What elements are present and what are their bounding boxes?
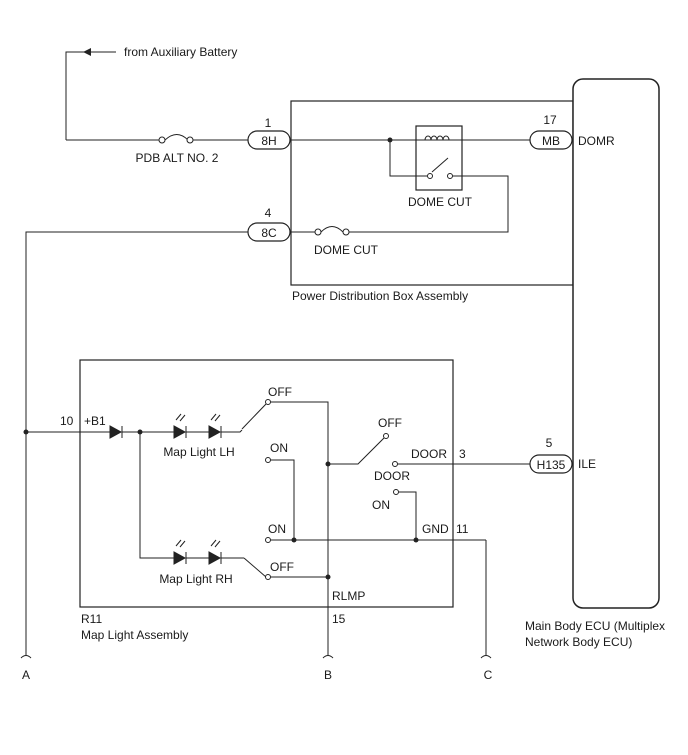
pdb-label: Power Distribution Box Assembly [292,289,468,303]
gnd-label: GND [422,522,449,536]
connector-mb-pin: 17 [543,113,557,127]
door-label-upper: DOOR [411,447,447,461]
terminal-c: C [484,668,493,682]
lh-switch: OFF ON [241,385,329,577]
door-pin: 3 [459,447,466,461]
terminal-b: B [324,668,332,682]
battery-feed: from Auxiliary Battery [65,45,237,140]
connector-8c: 4 8C [247,206,291,242]
connector-8h: 1 8H [247,116,291,150]
map-light-assembly-label: Map Light Assembly [81,628,188,642]
ecu-label-line1: Main Body ECU (Multiplex [525,619,665,633]
connector-h135-pin: 5 [546,436,553,450]
connector-8c-pin: 4 [265,206,272,220]
rh-switch: ON OFF [243,522,486,580]
rh-off-label: OFF [270,560,294,574]
main-body-ecu-box [572,78,660,609]
map-light-rh: Map Light RH [159,539,244,586]
connector-h135-label: H135 [537,458,566,472]
lh-on-label: ON [270,441,288,455]
map-light-assembly-box [79,359,454,608]
terminal-a: A [22,668,30,682]
map-light-code: R11 [81,612,102,626]
pdb-alt-fuse-label: PDB ALT NO. 2 [136,151,219,165]
lh-off-label: OFF [268,385,292,399]
door-label-lower: DOOR [374,469,410,483]
dome-cut-fuse-label: DOME CUT [314,243,379,257]
ecu-domr-label: DOMR [578,134,615,148]
rlmp-pin: 15 [332,612,346,626]
wire-to-a [25,231,248,655]
ecu-ile-label: ILE [578,457,596,471]
pdb-box [290,100,574,286]
connector-8h-pin: 1 [265,116,272,130]
connector-h135: 5 H135 [529,436,573,474]
map-light-lh: Map Light LH [163,413,243,459]
connector-8h-label: 8H [261,134,276,148]
connector-mb: 17 MB [529,113,573,150]
map-light-lh-label: Map Light LH [163,445,234,459]
door-switch: OFF DOOR ON DOOR 3 [328,416,530,540]
connector-8c-label: 8C [261,226,277,240]
map-light-rh-label: Map Light RH [159,572,232,586]
b1-label: +B1 [84,414,106,428]
rlmp-label: RLMP [332,589,365,603]
connector-mb-label: MB [542,134,560,148]
rh-on-label: ON [268,522,286,536]
pdb-alt-fuse: PDB ALT NO. 2 [66,134,248,165]
dome-cut-relay: DOME CUT [364,125,509,233]
gnd-pin: 11 [456,522,469,536]
ecu-label-line2: Network Body ECU) [525,635,632,649]
battery-feed-label: from Auxiliary Battery [124,45,237,59]
door-off-label: OFF [378,416,402,430]
dome-cut-fuse: DOME CUT [290,226,379,257]
b1-pin: 10 [60,414,74,428]
dome-cut-relay-label: DOME CUT [408,195,473,209]
door-on-label: ON [372,498,390,512]
input-diode [109,425,174,439]
